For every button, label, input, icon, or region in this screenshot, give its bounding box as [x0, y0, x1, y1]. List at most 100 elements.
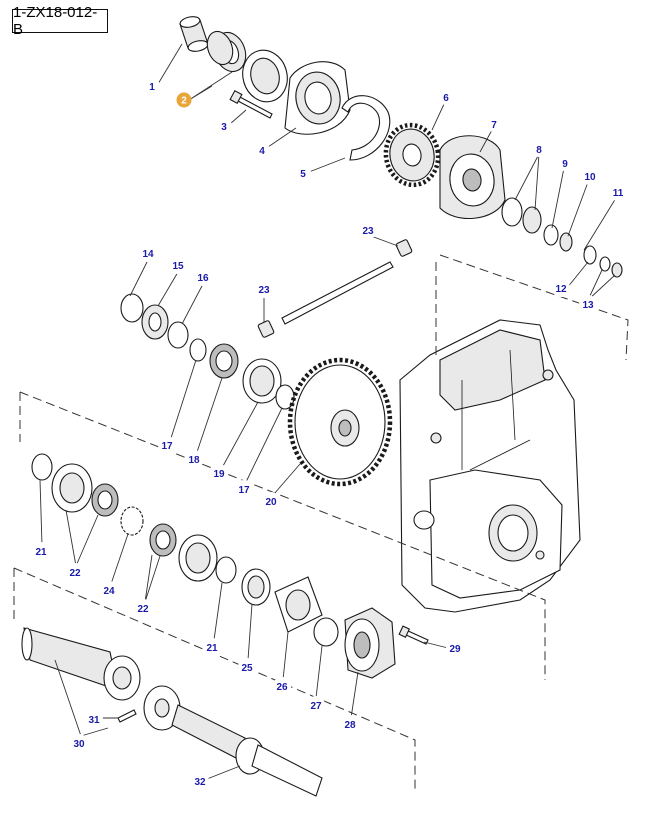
svg-text:18: 18 — [188, 455, 200, 466]
callout-7[interactable]: 7 — [486, 116, 502, 132]
part-7-carrier-housing — [439, 135, 506, 219]
part-4-bearing-cup — [242, 49, 288, 103]
svg-text:14: 14 — [142, 249, 154, 260]
part-5-shim — [341, 95, 391, 161]
callout-1[interactable]: 1 — [144, 78, 160, 94]
svg-text:17: 17 — [238, 485, 250, 496]
svg-text:31: 31 — [88, 715, 100, 726]
svg-text:17: 17 — [161, 441, 173, 452]
part-13-nut — [599, 256, 623, 278]
callout-23-lower[interactable]: 23 — [255, 280, 273, 298]
part-19-bearing-cup — [242, 358, 282, 404]
part-9-ring — [543, 224, 559, 246]
callout-17-lower[interactable]: 17 — [235, 480, 253, 498]
part-14-snap-ring — [120, 293, 144, 323]
callout-30[interactable]: 30 — [70, 734, 88, 752]
svg-text:12: 12 — [555, 284, 567, 295]
part-16-snap-ring — [167, 321, 189, 349]
callout-20[interactable]: 20 — [262, 492, 280, 510]
callout-2-highlighted[interactable]: 2 — [176, 92, 192, 108]
part-18-needle-bearing — [209, 343, 239, 379]
callout-22-lower[interactable]: 22 — [134, 599, 152, 617]
callout-26[interactable]: 26 — [273, 677, 291, 695]
callout-21-upper[interactable]: 21 — [32, 542, 50, 560]
part-8-bearing-pair — [501, 197, 542, 234]
svg-text:3: 3 — [221, 122, 227, 133]
part-12-seal — [583, 245, 597, 265]
svg-text:23: 23 — [258, 285, 270, 296]
svg-text:11: 11 — [613, 188, 624, 199]
part-1-sleeve — [179, 16, 209, 52]
callout-8[interactable]: 8 — [531, 141, 547, 157]
callout-11[interactable]: 11 — [609, 183, 627, 201]
svg-text:22: 22 — [69, 568, 81, 579]
callout-13[interactable]: 13 — [579, 295, 597, 313]
callout-18[interactable]: 18 — [185, 450, 203, 468]
svg-text:4: 4 — [259, 146, 265, 157]
svg-text:19: 19 — [213, 469, 225, 480]
callout-22-upper[interactable]: 22 — [66, 563, 84, 581]
svg-text:16: 16 — [197, 273, 209, 284]
callout-10[interactable]: 10 — [581, 167, 599, 185]
part-17-snap-ring-lower — [275, 384, 295, 410]
part-4-retainer-housing — [284, 61, 351, 135]
part-23-bushing-lower — [257, 320, 275, 338]
part-30-main-shaft — [21, 627, 141, 701]
svg-text:21: 21 — [206, 643, 218, 654]
svg-text:26: 26 — [276, 682, 288, 693]
part-29-bolt — [398, 625, 429, 645]
callout-32[interactable]: 32 — [191, 772, 209, 790]
part-22-bearing-cup-lower — [178, 534, 218, 582]
part-22-bearing-cone-lower — [149, 523, 177, 557]
leader-lines — [39, 43, 617, 780]
part-28-cover — [344, 607, 396, 679]
svg-text:23: 23 — [362, 226, 374, 237]
part-6-gear — [383, 122, 441, 188]
callout-5[interactable]: 5 — [295, 165, 311, 181]
part-21-snap-ring-lower — [215, 556, 237, 584]
callout-28[interactable]: 28 — [341, 715, 359, 733]
callout-15[interactable]: 15 — [169, 256, 187, 274]
callout-3[interactable]: 3 — [216, 118, 232, 134]
callout-14[interactable]: 14 — [139, 244, 157, 262]
part-23-bushing-upper — [395, 239, 413, 257]
callout-9[interactable]: 9 — [557, 155, 573, 171]
svg-text:5: 5 — [300, 169, 306, 180]
svg-text:9: 9 — [562, 159, 568, 170]
group-boundary-upper-right — [439, 254, 629, 361]
callout-4[interactable]: 4 — [254, 142, 270, 158]
svg-text:6: 6 — [443, 93, 449, 104]
svg-text:10: 10 — [584, 172, 596, 183]
svg-text:28: 28 — [344, 720, 356, 731]
part-17-snap-ring-upper — [189, 338, 207, 362]
part-30-flange — [143, 685, 181, 731]
svg-text:1: 1 — [149, 82, 155, 93]
callout-27[interactable]: 27 — [307, 696, 325, 714]
callout-23-upper[interactable]: 23 — [359, 221, 377, 239]
svg-text:32: 32 — [194, 777, 206, 788]
part-24-snap-ring — [120, 506, 144, 536]
callout-19[interactable]: 19 — [210, 464, 228, 482]
part-22-bearing-cone-upper — [91, 483, 119, 517]
callout-24[interactable]: 24 — [100, 581, 118, 599]
part-20-large-gear — [287, 357, 393, 487]
svg-text:21: 21 — [35, 547, 47, 558]
callout-12[interactable]: 12 — [552, 279, 570, 297]
callout-21-lower[interactable]: 21 — [203, 638, 221, 656]
callout-31[interactable]: 31 — [85, 710, 103, 728]
callout-17-upper[interactable]: 17 — [158, 436, 176, 454]
callout-6[interactable]: 6 — [438, 89, 454, 105]
callout-25[interactable]: 25 — [238, 658, 256, 676]
part-26-gasket — [274, 576, 323, 633]
callout-16[interactable]: 16 — [194, 268, 212, 286]
callout-29[interactable]: 29 — [446, 639, 464, 657]
group-boundary-lower — [13, 567, 416, 790]
svg-text:15: 15 — [172, 261, 184, 272]
svg-text:22: 22 — [137, 604, 149, 615]
part-31-pin — [117, 709, 137, 723]
svg-text:8: 8 — [536, 145, 542, 156]
svg-text:7: 7 — [491, 120, 497, 131]
part-32-output-shaft — [171, 704, 323, 797]
part-27-o-ring — [313, 617, 339, 647]
